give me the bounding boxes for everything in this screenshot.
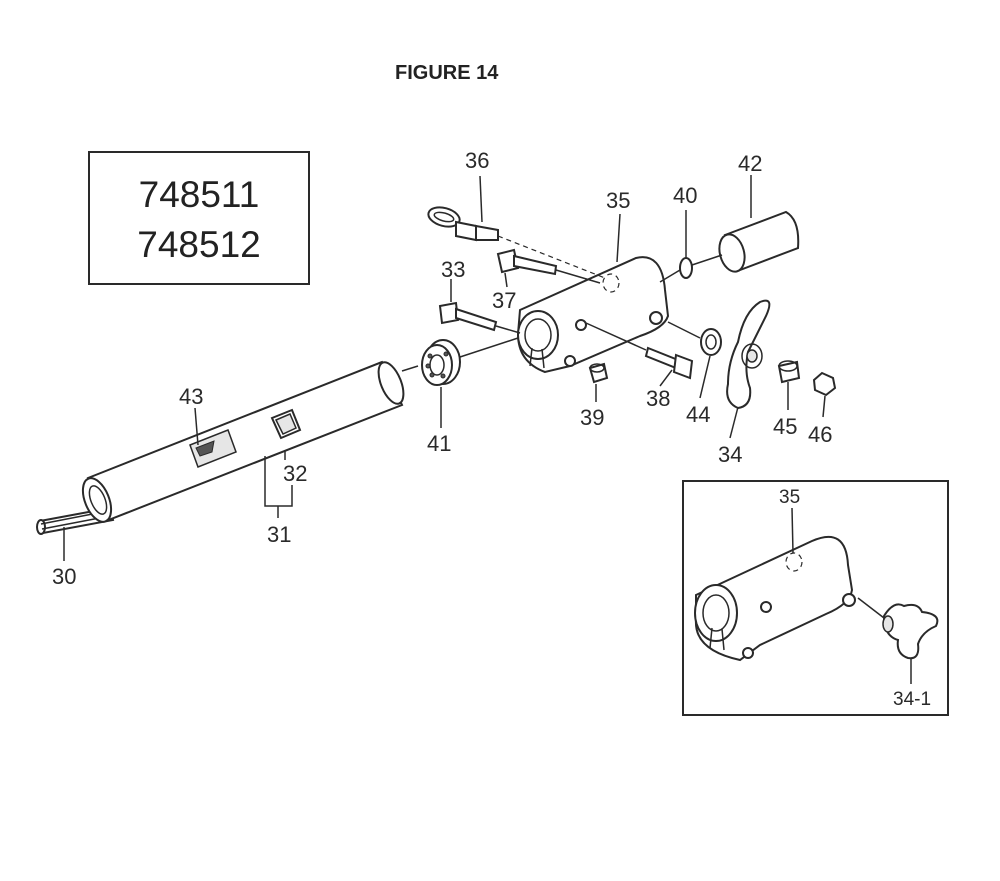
label-40: 40 xyxy=(673,183,697,208)
part-41-bearing xyxy=(421,339,461,386)
part-36-eye-bolt xyxy=(427,206,499,242)
label-38: 38 xyxy=(646,386,670,411)
label-34-1: 34-1 xyxy=(893,689,931,710)
part-44-washer xyxy=(700,328,722,356)
part-45-nut xyxy=(777,360,801,384)
model-number-box: 748511 748512 xyxy=(88,151,310,285)
part-40-retaining-ring xyxy=(679,257,693,279)
label-42: 42 xyxy=(738,151,762,176)
part-31-tube-assembly xyxy=(81,360,405,523)
part-35-housing xyxy=(516,256,670,374)
label-37: 37 xyxy=(492,288,516,313)
label-32: 32 xyxy=(283,461,307,486)
part-46-cap-nut xyxy=(812,371,837,397)
part-42-sleeve xyxy=(718,210,800,273)
part-37-screw xyxy=(496,248,558,276)
assembly-centerlines xyxy=(401,235,723,372)
part-34-lever-handle xyxy=(726,299,771,410)
label-33: 33 xyxy=(441,257,465,282)
label-34: 34 xyxy=(718,442,742,467)
model-number: 748511 xyxy=(138,174,260,215)
model-number: 748512 xyxy=(137,224,261,265)
figure-title: FIGURE 14 xyxy=(395,62,499,84)
part-33-screw xyxy=(438,301,498,332)
inset-box xyxy=(682,480,949,716)
part-number-labels: 30 31 32 43 41 33 37 36 35 40 42 39 38 4… xyxy=(52,148,931,710)
label-35: 35 xyxy=(606,188,630,213)
label-36: 36 xyxy=(465,148,489,173)
label-43: 43 xyxy=(179,384,203,409)
label-44: 44 xyxy=(686,402,710,427)
part-39-nut xyxy=(588,362,609,384)
label-30: 30 xyxy=(52,564,76,589)
label-41: 41 xyxy=(427,431,451,456)
part-38-screw xyxy=(644,346,694,380)
label-39: 39 xyxy=(580,405,604,430)
label-45: 45 xyxy=(773,414,797,439)
leader-lines xyxy=(63,175,826,561)
label-35-inset: 35 xyxy=(779,487,800,508)
label-46: 46 xyxy=(808,422,832,447)
label-31: 31 xyxy=(267,522,291,547)
